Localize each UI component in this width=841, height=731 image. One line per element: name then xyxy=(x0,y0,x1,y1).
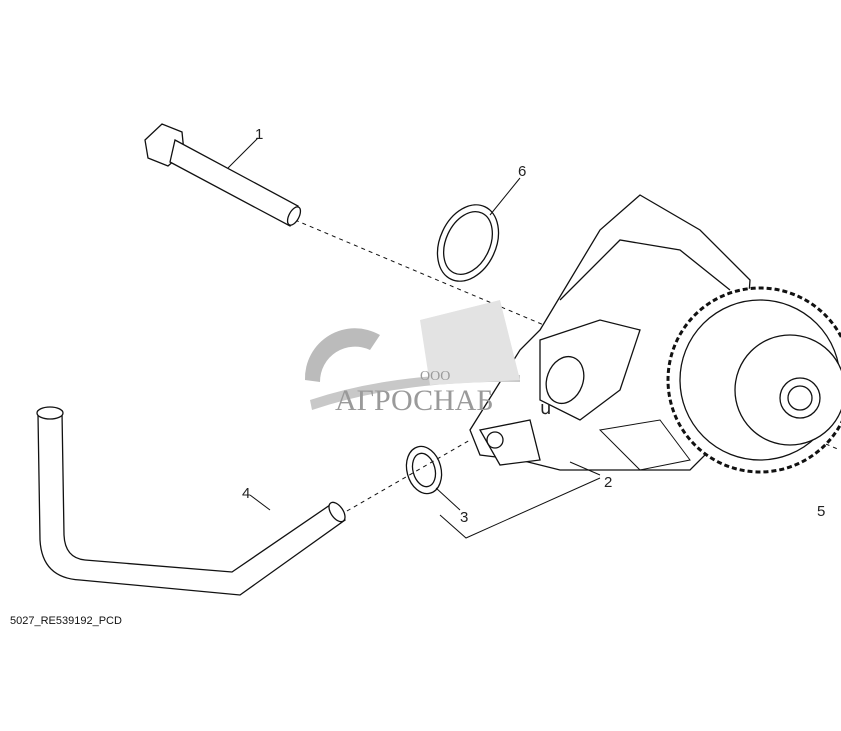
part-5-gear xyxy=(666,286,841,474)
centerlines xyxy=(294,219,841,516)
part-4-pipe xyxy=(36,406,347,596)
callout-6[interactable]: 6 xyxy=(518,163,526,180)
callout-2[interactable]: 2 xyxy=(604,474,612,491)
part-6-o-ring xyxy=(436,177,521,282)
callout-1[interactable]: 1 xyxy=(255,126,263,143)
callout-5[interactable]: 5 xyxy=(817,503,825,520)
watermark-logo: ООО АГРОСНАБ u xyxy=(304,300,551,419)
watermark-suffix: u xyxy=(540,398,551,419)
watermark-prefix: ООО xyxy=(420,369,450,384)
callout-3[interactable]: 3 xyxy=(460,509,468,526)
drawing-code: 5027_RE539192_PCD xyxy=(10,615,122,627)
callouts: 1 2 3 4 5 6 xyxy=(242,126,825,526)
part-3-washer xyxy=(405,445,461,511)
callout-4[interactable]: 4 xyxy=(242,485,250,502)
watermark-name: АГРОСНАБ xyxy=(335,384,494,417)
leader-lines xyxy=(439,461,601,539)
part-1-bolt xyxy=(144,123,302,227)
